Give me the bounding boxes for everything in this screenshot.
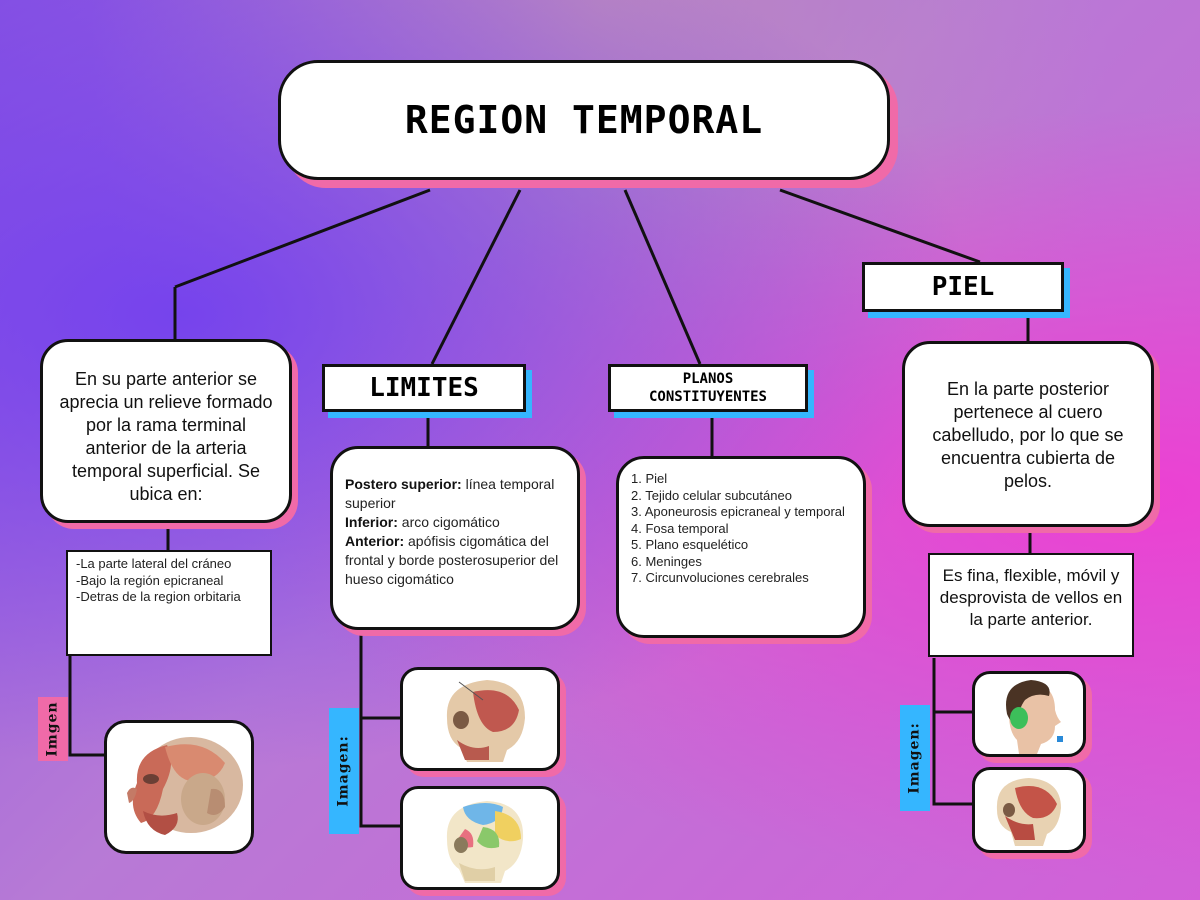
connector-title-limites <box>430 189 522 365</box>
limite-item: Inferior: arco cigomático <box>345 513 565 532</box>
skull-dissection-illustration <box>996 778 1061 846</box>
limites-image-label-text: Imagen: <box>336 735 353 807</box>
limites-header: LIMITES <box>322 364 526 412</box>
title-box: REGION TEMPORAL <box>278 60 890 180</box>
piel-header: PIEL <box>862 262 1064 312</box>
piel-description-box: En la parte posterior pertenece al cuero… <box>902 341 1154 527</box>
connector-limites-images <box>359 630 400 828</box>
plano-item: 4. Fosa temporal <box>631 520 729 536</box>
piel-heading: PIEL <box>931 272 995 302</box>
plano-item: 7. Circunvoluciones cerebrales <box>631 570 809 585</box>
skull-colored-bones-illustration <box>446 801 524 883</box>
limite-label: Anterior: <box>345 533 405 549</box>
connector-left-image <box>68 656 106 757</box>
limites-skull-image-1 <box>400 667 560 771</box>
limites-heading: LIMITES <box>369 373 479 403</box>
left-anatomy-image <box>104 720 254 854</box>
skull-temporal-muscle-illustration <box>446 680 525 762</box>
connector-title-piel <box>779 188 981 264</box>
head-profile-illustration <box>1006 680 1063 754</box>
plano-item: 5. Plano esquelético <box>631 537 749 552</box>
left-image-label: Imgen <box>38 697 68 761</box>
limite-label: Postero superior: <box>345 476 462 492</box>
limite-item: Postero superior: línea temporal superio… <box>345 475 565 513</box>
limites-skull-image-2 <box>400 786 560 890</box>
limites-image-label: Imagen: <box>329 708 359 834</box>
location-item: -Detras de la region orbitaria <box>76 589 241 604</box>
plano-item: 6. Meninges <box>631 553 702 569</box>
piel-image-label-text: Imagen: <box>907 722 924 794</box>
piel-skull-image <box>972 767 1086 853</box>
limites-box: Postero superior: línea temporal superio… <box>330 446 580 630</box>
piel-head-image <box>972 671 1086 757</box>
planos-heading: PLANOS CONSTITUYENTES <box>648 371 767 405</box>
limite-text: arco cigomático <box>397 514 500 530</box>
left-description: En su parte anterior se aprecia un relie… <box>59 369 273 504</box>
plano-item: 2. Tejido celular subcutáneo <box>631 487 792 503</box>
plano-item: 1. Piel <box>631 471 668 486</box>
planos-header: PLANOS CONSTITUYENTES <box>608 364 808 412</box>
limite-item: Anterior: apófisis cigomática del fronta… <box>345 532 565 589</box>
piel-detail: Es fina, flexible, móvil y desprovista d… <box>939 566 1123 629</box>
piel-description: En la parte posterior pertenece al cuero… <box>932 379 1124 491</box>
piel-image-label: Imagen: <box>900 705 930 811</box>
connector-title-planos <box>623 189 702 365</box>
limite-text: apófisis cigomática del frontal y borde … <box>345 533 559 587</box>
piel-detail-box: Es fina, flexible, móvil y desprovista d… <box>928 553 1134 657</box>
planos-box: 1. Piel 2. Tejido celular subcutáneo 3. … <box>616 456 866 638</box>
left-description-box: En su parte anterior se aprecia un relie… <box>40 339 292 523</box>
plano-item: 3. Aponeurosis epicraneal y temporal <box>631 504 845 519</box>
head-muscles-illustration <box>127 737 243 835</box>
connector-title-left <box>174 188 431 289</box>
location-item: -Bajo la región epicraneal <box>76 572 224 588</box>
location-item: -La parte lateral del cráneo <box>76 556 232 571</box>
limite-text: línea temporal superior <box>345 476 555 511</box>
connector-piel-images <box>932 658 972 806</box>
left-locations-box: -La parte lateral del cráneo -Bajo la re… <box>66 550 272 656</box>
page-title: REGION TEMPORAL <box>404 98 764 142</box>
left-image-label-text: Imgen <box>45 701 61 757</box>
limite-label: Inferior: <box>345 514 398 530</box>
